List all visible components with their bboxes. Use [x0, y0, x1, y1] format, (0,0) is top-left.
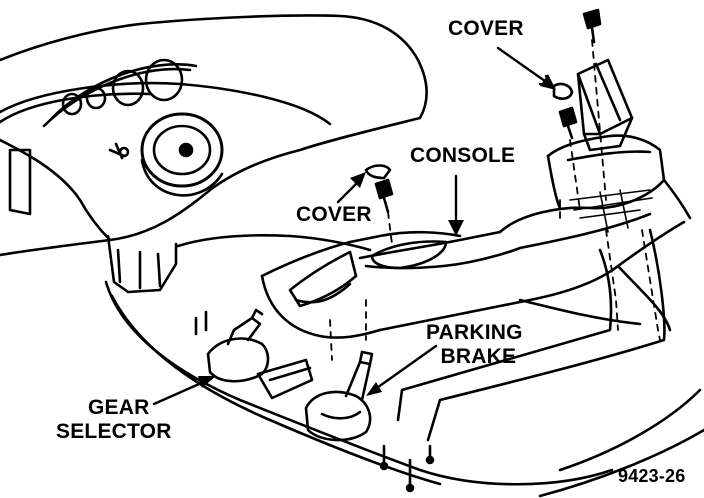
gear-selector	[208, 310, 312, 398]
armrest	[578, 60, 632, 150]
cover-top-part	[554, 84, 572, 99]
parking-brake	[306, 352, 372, 440]
cover-top-label: COVER	[448, 17, 524, 40]
leader-arrows	[154, 48, 556, 404]
floor-tunnel	[106, 282, 704, 496]
fasteners	[196, 10, 664, 491]
parking-brake-label-line1: PARKING	[426, 321, 523, 344]
figure-id: 9423-26	[618, 466, 686, 486]
console-body	[262, 60, 690, 338]
gauge-cluster	[44, 60, 196, 126]
screw-left	[376, 180, 392, 212]
parking-brake-label-line2: BRAKE	[440, 345, 517, 368]
steering-column	[110, 114, 222, 195]
cover-left-part	[366, 166, 390, 179]
screw-top	[584, 10, 600, 42]
gear-selector-label-line1: GEAR	[88, 396, 150, 419]
instrument-panel	[0, 15, 427, 292]
gear-selector-label-line2: SELECTOR	[56, 420, 172, 443]
gear-selector-label: GEAR SELECTOR	[56, 396, 172, 444]
screw-mid	[560, 108, 576, 138]
console-label: CONSOLE	[410, 144, 516, 167]
cup-holder	[372, 242, 446, 268]
parking-brake-label: PARKING BRAKE	[426, 321, 523, 369]
cover-left-label: COVER	[296, 203, 372, 226]
